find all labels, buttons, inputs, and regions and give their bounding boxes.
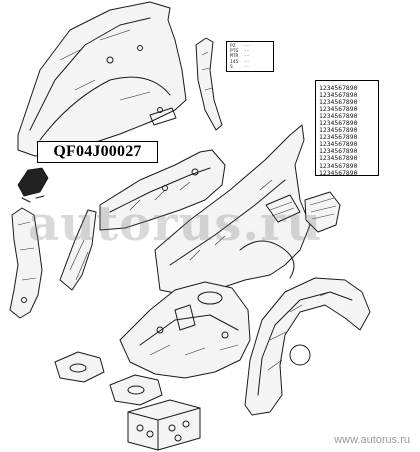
number-grid-row: 1234567890 (319, 147, 358, 156)
number-grid-row: 1234567890 (319, 140, 358, 149)
label-tag: PZ --PTG --MTR --145 --S -- (226, 41, 274, 72)
front-apron (99, 149, 226, 231)
watermark-url: www.autorus.ru (334, 434, 410, 446)
rear-bracket (304, 191, 341, 233)
number-grid-row: 1234567890 (319, 98, 358, 107)
number-grid-row: 1234567890 (319, 84, 358, 92)
fender-clip (17, 167, 49, 203)
a-pillar-bracket (195, 37, 223, 131)
fastener-kit (127, 399, 201, 451)
front-pillar (9, 207, 43, 319)
number-grid-row: 1234567890 (319, 105, 358, 114)
sill-reinforcement (59, 209, 97, 291)
number-grid-row: 1234567890 (319, 154, 358, 163)
label-tag-row: MTR -- (230, 54, 250, 60)
gasket-plate-right (109, 374, 163, 406)
label-tag-row: 145 -- (230, 59, 250, 65)
gasket-plate-left (54, 351, 105, 383)
number-grid-row: 1234567890 (319, 91, 358, 100)
wheel-arch-liner (244, 277, 371, 416)
number-grid-row: 1234567890 (319, 119, 358, 128)
number-grid-row: 1234567890 (319, 112, 358, 121)
number-grid-row: 1234567890 (319, 126, 358, 135)
number-grid-row: 1234567890 (319, 133, 358, 142)
label-tag-row: S -- (230, 64, 250, 70)
rear-quarter-panel (154, 124, 311, 296)
number-grid-row: 1234567890 (319, 168, 358, 177)
part-number-label: QF04J00027 (37, 141, 158, 163)
label-tag-row: PZ -- (230, 44, 250, 49)
front-fender (17, 1, 187, 157)
number-grid-row: 1234567890 (319, 161, 358, 170)
label-tag-row: PTG -- (230, 49, 250, 55)
rear-floor-panel (119, 281, 251, 379)
